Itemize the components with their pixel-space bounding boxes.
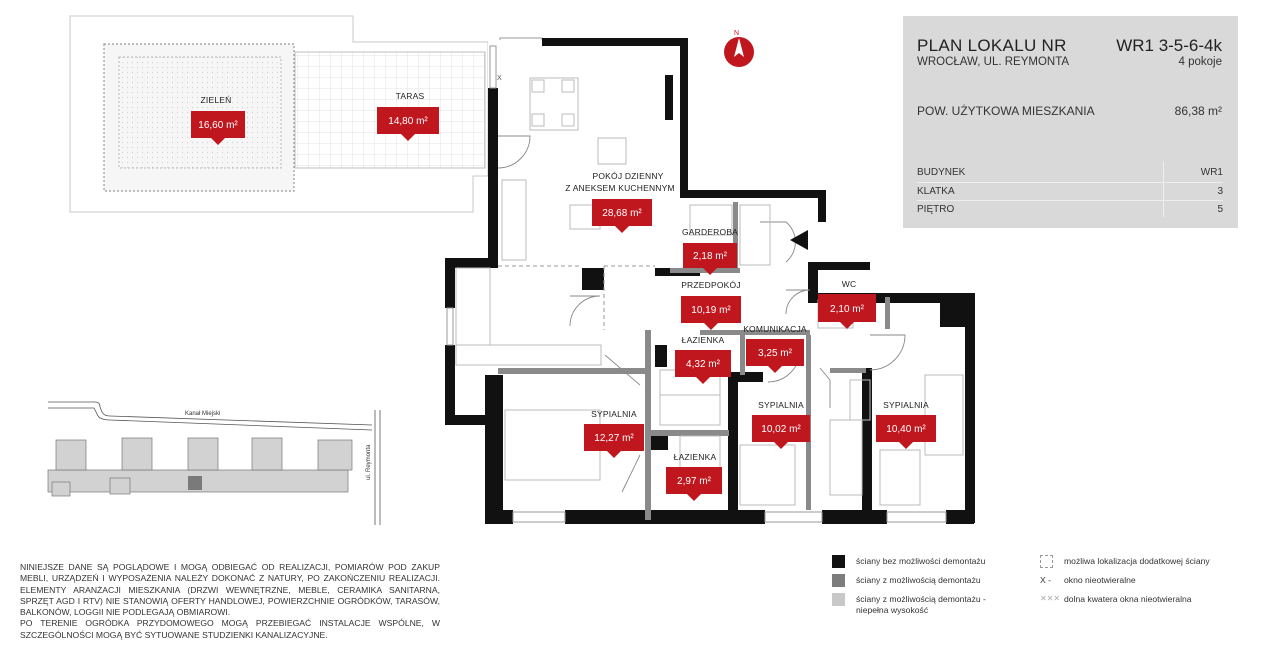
legend-swatch-light	[832, 593, 845, 606]
street-label: ul. Reymonta	[366, 444, 372, 480]
room-garderoba: GARDEROBA 2,18 m²	[682, 227, 738, 275]
apartment-info-panel: PLAN LOKALU NR WR1 3-5-6-4k WROCŁAW, UL.…	[903, 16, 1238, 228]
svg-text:TARAS: TARAS	[396, 91, 425, 101]
room-lazienka-2: ŁAZIENKA 2,97 m²	[666, 452, 722, 501]
svg-text:PRZEDPOKÓJ: PRZEDPOKÓJ	[681, 280, 741, 290]
usable-area-value: 86,38 m²	[1174, 104, 1222, 118]
legend-cross-symbol: ✕✕✕	[1040, 594, 1061, 603]
room-lazienka-1: ŁAZIENKA 4,32 m²	[675, 335, 731, 384]
svg-text:KOMUNIKACJA: KOMUNIKACJA	[743, 324, 807, 334]
svg-text:ŁAZIENKA: ŁAZIENKA	[682, 335, 725, 345]
svg-text:2,18 m²: 2,18 m²	[693, 251, 728, 262]
compass-icon: N	[724, 30, 754, 67]
room-sypialnia-2: SYPIALNIA 10,02 m²	[752, 400, 810, 449]
load-bearing-walls	[445, 38, 975, 524]
svg-text:2,10 m²: 2,10 m²	[830, 304, 865, 315]
window-mark: X	[497, 75, 502, 82]
room-taras: TARAS 14,80 m²	[377, 91, 439, 141]
panel-title: PLAN LOKALU NR	[917, 36, 1067, 55]
windows	[446, 45, 947, 523]
svg-text:14,80 m²: 14,80 m²	[388, 116, 428, 127]
disclaimer-text: NINIEJSZE DANE SĄ POGLĄDOWE I MOGĄ ODBIE…	[20, 562, 440, 640]
svg-text:16,60 m²: 16,60 m²	[198, 120, 238, 131]
svg-text:Z ANEKSEM KUCHENNYM: Z ANEKSEM KUCHENNYM	[565, 183, 675, 193]
compass-label: N	[734, 30, 739, 37]
optional-wall-lines	[498, 265, 655, 330]
svg-text:4,32 m²: 4,32 m²	[686, 359, 721, 370]
svg-text:SYPIALNIA: SYPIALNIA	[758, 400, 804, 410]
svg-text:POKÓJ DZIENNY: POKÓJ DZIENNY	[592, 171, 663, 181]
apartment-code: WR1 3-5-6-4k	[1116, 36, 1222, 55]
svg-text:ŁAZIENKA: ŁAZIENKA	[674, 452, 717, 462]
svg-text:GARDEROBA: GARDEROBA	[682, 227, 738, 237]
room-przedpokoj: PRZEDPOKÓJ 10,19 m²	[681, 280, 741, 330]
room-komunikacja: KOMUNIKACJA 3,25 m²	[743, 324, 807, 373]
svg-text:10,19 m²: 10,19 m²	[691, 305, 731, 316]
svg-text:2,97 m²: 2,97 m²	[677, 476, 712, 487]
svg-text:10,02 m²: 10,02 m²	[761, 424, 801, 435]
legend-x-symbol: X -	[1040, 575, 1051, 585]
usable-area-label: POW. UŻYTKOWA MIESZKANIA	[917, 104, 1095, 118]
address: WROCŁAW, UL. REYMONTA	[917, 56, 1070, 68]
room-living-kitchen: POKÓJ DZIENNY Z ANEKSEM KUCHENNYM 28,68 …	[565, 171, 675, 233]
room-sypialnia-3: SYPIALNIA 10,40 m²	[876, 400, 936, 449]
canal-label: Kanał Miejski	[185, 411, 220, 417]
svg-text:12,27 m²: 12,27 m²	[594, 433, 634, 444]
furniture	[455, 77, 964, 506]
svg-text:ZIELEŃ: ZIELEŃ	[201, 95, 232, 105]
divider	[1163, 162, 1164, 217]
svg-text:WC: WC	[842, 279, 857, 289]
room-wc: WC 2,10 m²	[818, 279, 876, 329]
entrance-arrow-icon	[790, 230, 808, 250]
room-zielen: ZIELEŃ 16,60 m²	[191, 95, 245, 145]
rooms-count: 4 pokoje	[1178, 56, 1222, 68]
legend-swatch-black	[832, 555, 845, 568]
legend-swatch-grey	[832, 574, 845, 587]
legend-swatch-dashed	[1040, 555, 1053, 568]
apartment-floor	[445, 40, 972, 518]
room-sypialnia-1: SYPIALNIA 12,27 m²	[584, 409, 644, 458]
svg-text:10,40 m²: 10,40 m²	[886, 424, 926, 435]
svg-text:28,68 m²: 28,68 m²	[602, 208, 642, 219]
svg-text:SYPIALNIA: SYPIALNIA	[883, 400, 929, 410]
site-map: Kanał Miejski ul. Reymonta	[47, 401, 381, 525]
svg-text:3,25 m²: 3,25 m²	[758, 348, 793, 359]
svg-text:SYPIALNIA: SYPIALNIA	[591, 409, 637, 419]
